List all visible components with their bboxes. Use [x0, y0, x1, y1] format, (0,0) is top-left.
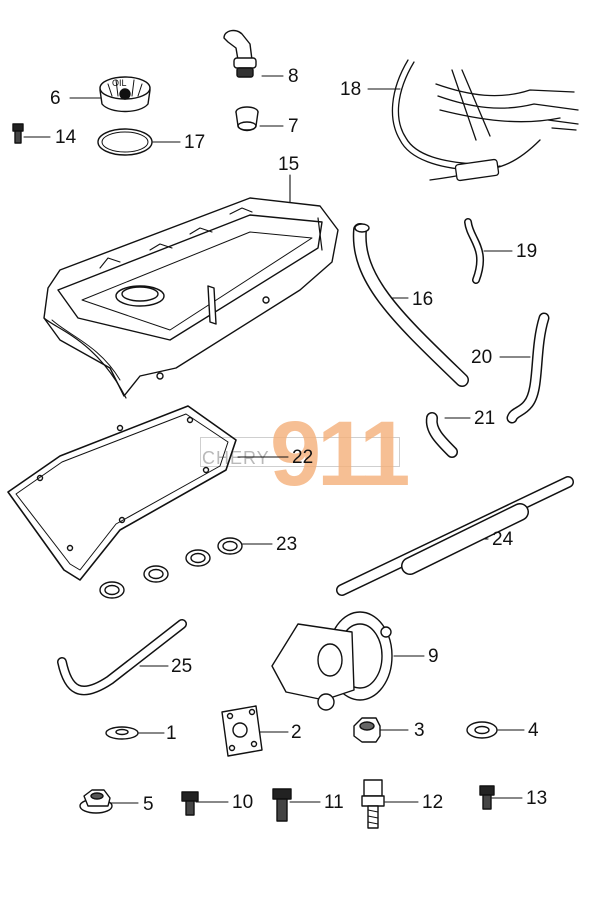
breather-elbow-part-8 [223, 29, 257, 78]
callout-10: 10 [232, 792, 254, 813]
nut-part-3 [353, 717, 381, 743]
callout-3: 3 [414, 720, 425, 741]
callout-7: 7 [288, 116, 299, 137]
callout-13: 13 [526, 788, 548, 809]
o-ring-part-17 [97, 128, 153, 156]
callout-1: 1 [166, 723, 177, 744]
callout-24: 24 [492, 529, 514, 550]
washer-part-1 [105, 726, 139, 740]
watermark-brand: CHERY [202, 448, 270, 468]
oil-cap-marking: OIL [112, 78, 127, 88]
callout-18: 18 [340, 79, 362, 100]
callout-25: 25 [171, 656, 193, 677]
callout-16: 16 [412, 289, 434, 310]
oil-cap-part-6 [99, 76, 151, 113]
seals-part-23 [99, 537, 243, 599]
bolt-part-11 [272, 788, 292, 822]
flange-nut-part-5 [79, 789, 113, 814]
callout-5: 5 [143, 794, 154, 815]
callout-22: 22 [292, 447, 314, 468]
flange-gasket-part-2 [221, 705, 263, 757]
spring-washer-part-4 [466, 721, 498, 739]
callout-17: 17 [184, 132, 206, 153]
gasket-part-22 [7, 405, 237, 581]
watermark-number: 911 [270, 403, 410, 505]
hose-part-24 [336, 476, 574, 596]
bolt-part-10 [181, 791, 199, 816]
bolt-part-14 [12, 123, 24, 144]
stud-bolt-part-12 [361, 779, 385, 829]
leader-lines [23, 75, 531, 804]
callout-12: 12 [422, 792, 444, 813]
callout-15: 15 [278, 154, 300, 175]
callout-9: 9 [428, 646, 439, 667]
callout-8: 8 [288, 66, 299, 87]
housing-part-9 [271, 611, 393, 711]
callout-21: 21 [474, 408, 496, 429]
bolt-part-13 [479, 785, 495, 810]
callout-11: 11 [324, 792, 344, 813]
callout-2: 2 [291, 722, 302, 743]
watermark-frame [200, 437, 400, 467]
callout-4: 4 [528, 720, 539, 741]
callout-19: 19 [516, 241, 538, 262]
callout-14: 14 [55, 127, 77, 148]
callout-23: 23 [276, 534, 298, 555]
valve-cover-part-15 [43, 197, 339, 399]
callout-20: 20 [471, 347, 493, 368]
grommet-part-7 [235, 106, 259, 132]
wiring-harness-part-18 [391, 59, 579, 182]
callout-6: 6 [50, 88, 61, 109]
